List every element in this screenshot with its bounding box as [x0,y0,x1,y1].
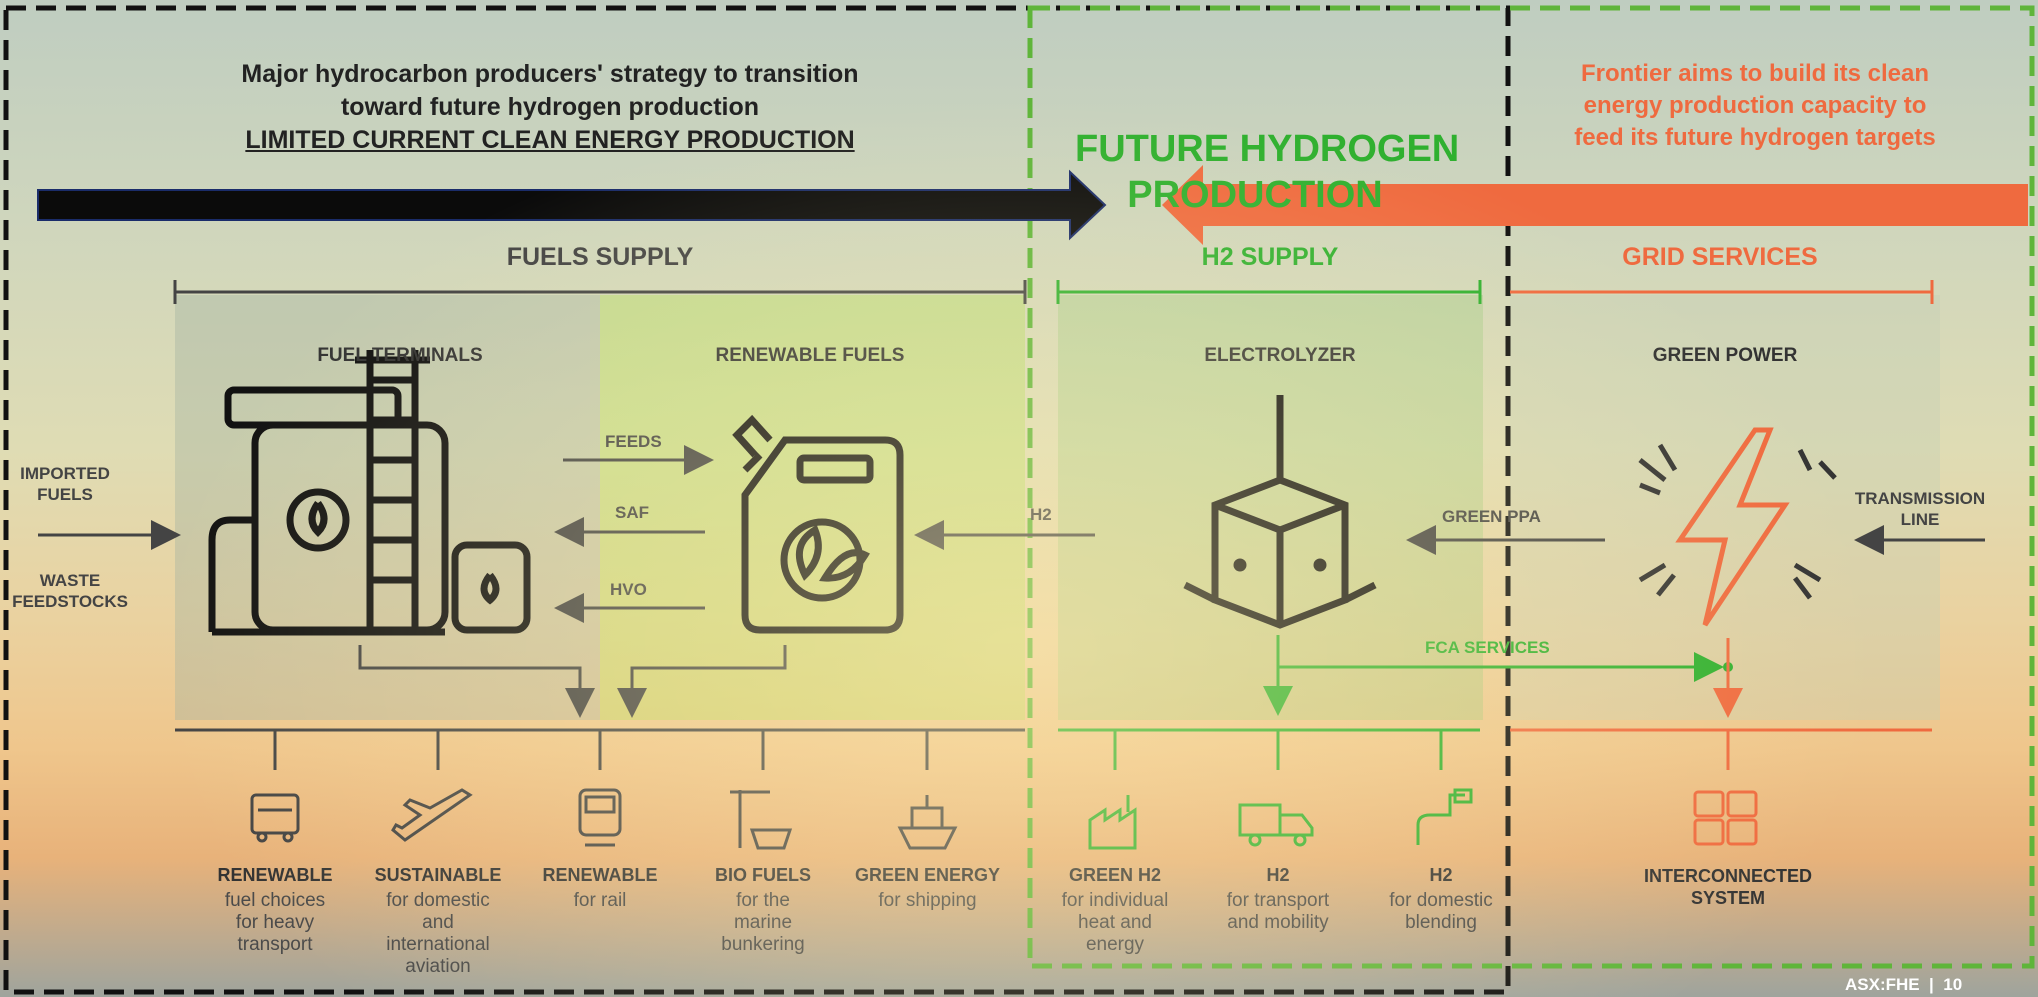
left-header-line2: toward future hydrogen production [340,93,760,121]
jerrycan-icon [732,414,904,634]
use-title-7: H2 [1266,865,1290,885]
renewable-fuels-title: RENEWABLE FUELS [715,345,905,366]
pipe-icon [1416,788,1473,845]
use-desc-5: for shipping [878,890,977,911]
fuels-supply-title: FUELS SUPPLY [506,243,694,271]
fuel-terminals-panel [175,295,600,720]
grid-services-title: GRID SERVICES [1622,243,1818,271]
use-desc-3: for rail [573,890,627,911]
h2-supply-bracket [1056,280,1482,304]
use-desc-1: fuel choices for heavy transport [224,890,326,955]
transmission-line-label: TRANSMISSION LINE [1854,489,1986,529]
left-header-line1: Major hydrocarbon producers' strategy to… [241,60,859,88]
orange-big-arrow [1162,165,2028,245]
use-title-4: BIO FUELS [714,865,811,885]
electrolyzer-panel [1058,295,1483,720]
waste-feedstocks-label: WASTE FEEDSTOCKS [12,571,128,611]
renewable-fuels-panel [600,295,1025,720]
green-dashed-border [1027,5,2035,969]
use-title-9: INTERCONNECTED SYSTEM [1643,866,1812,908]
delivery-truck-icon [1238,803,1314,847]
use-title-6: GREEN H2 [1068,865,1162,885]
right-header: Frontier aims to build its clean energy … [1515,58,1995,154]
port-crane-icon [730,790,793,850]
use-desc-7: for transport and mobility [1226,890,1330,933]
grid-services-bracket [1510,280,1934,304]
use-title-2: SUSTAINABLE [374,865,502,885]
fuels-supply-bracket [173,280,1027,304]
fuel-terminal-icon [208,350,531,636]
right-header-line2: energy production capacity to [1583,92,1927,119]
green-power-panel [1510,295,1940,720]
black-big-arrow [37,169,1107,241]
plane-icon [391,788,473,842]
use-desc-2: for domestic and international aviation [386,890,490,977]
h2-supply-title: H2 SUPPLY [1201,243,1339,271]
fuel-terminals-title: FUEL TERMINALS [317,345,483,366]
lightning-icon [1638,427,1837,627]
center-header: FUTURE HYDROGEN PRODUCTION [1075,126,1460,218]
ship-icon [897,795,958,850]
center-header-line2: PRODUCTION [1127,174,1383,216]
left-header-line3: LIMITED CURRENT CLEAN ENERGY PRODUCTION [245,126,855,154]
use-title-3: RENEWABLE [542,865,658,885]
saf-label: SAF [615,503,649,522]
h2-flow-label: H2 [1030,505,1052,524]
feeds-label: FEEDS [605,432,662,451]
truck-icon [250,793,300,843]
imported-fuels-label: IMPORTED FUELS [20,464,110,504]
green-ppa-label: GREEN PPA [1442,507,1541,526]
grid-squares-icon [1693,790,1758,846]
black-dashed-border [3,5,1511,995]
left-header: Major hydrocarbon producers' strategy to… [160,58,940,157]
electrolyzer-title: ELECTROLYZER [1204,345,1356,366]
factory-icon [1088,795,1137,850]
electrolyzer-cube-icon [1183,395,1377,629]
page-footer: ASX:FHE | 10 [1845,975,1963,994]
center-header-line1: FUTURE HYDROGEN [1075,128,1460,170]
use-title-1: RENEWABLE [217,865,333,885]
use-desc-4: for the marine bunkering [721,890,805,955]
fca-services-label: FCA SERVICES [1425,638,1550,657]
hvo-label: HVO [610,580,647,599]
right-header-line3: feed its future hydrogen targets [1574,124,1936,151]
use-title-5: GREEN ENERGY [854,865,1001,885]
use-title-8: H2 [1429,865,1453,885]
train-icon [578,788,622,847]
use-desc-8: for domestic blending [1389,890,1493,933]
use-desc-6: for individual heat and energy [1061,890,1169,955]
right-header-line1: Frontier aims to build its clean [1580,60,1930,87]
green-power-title: GREEN POWER [1652,345,1798,366]
